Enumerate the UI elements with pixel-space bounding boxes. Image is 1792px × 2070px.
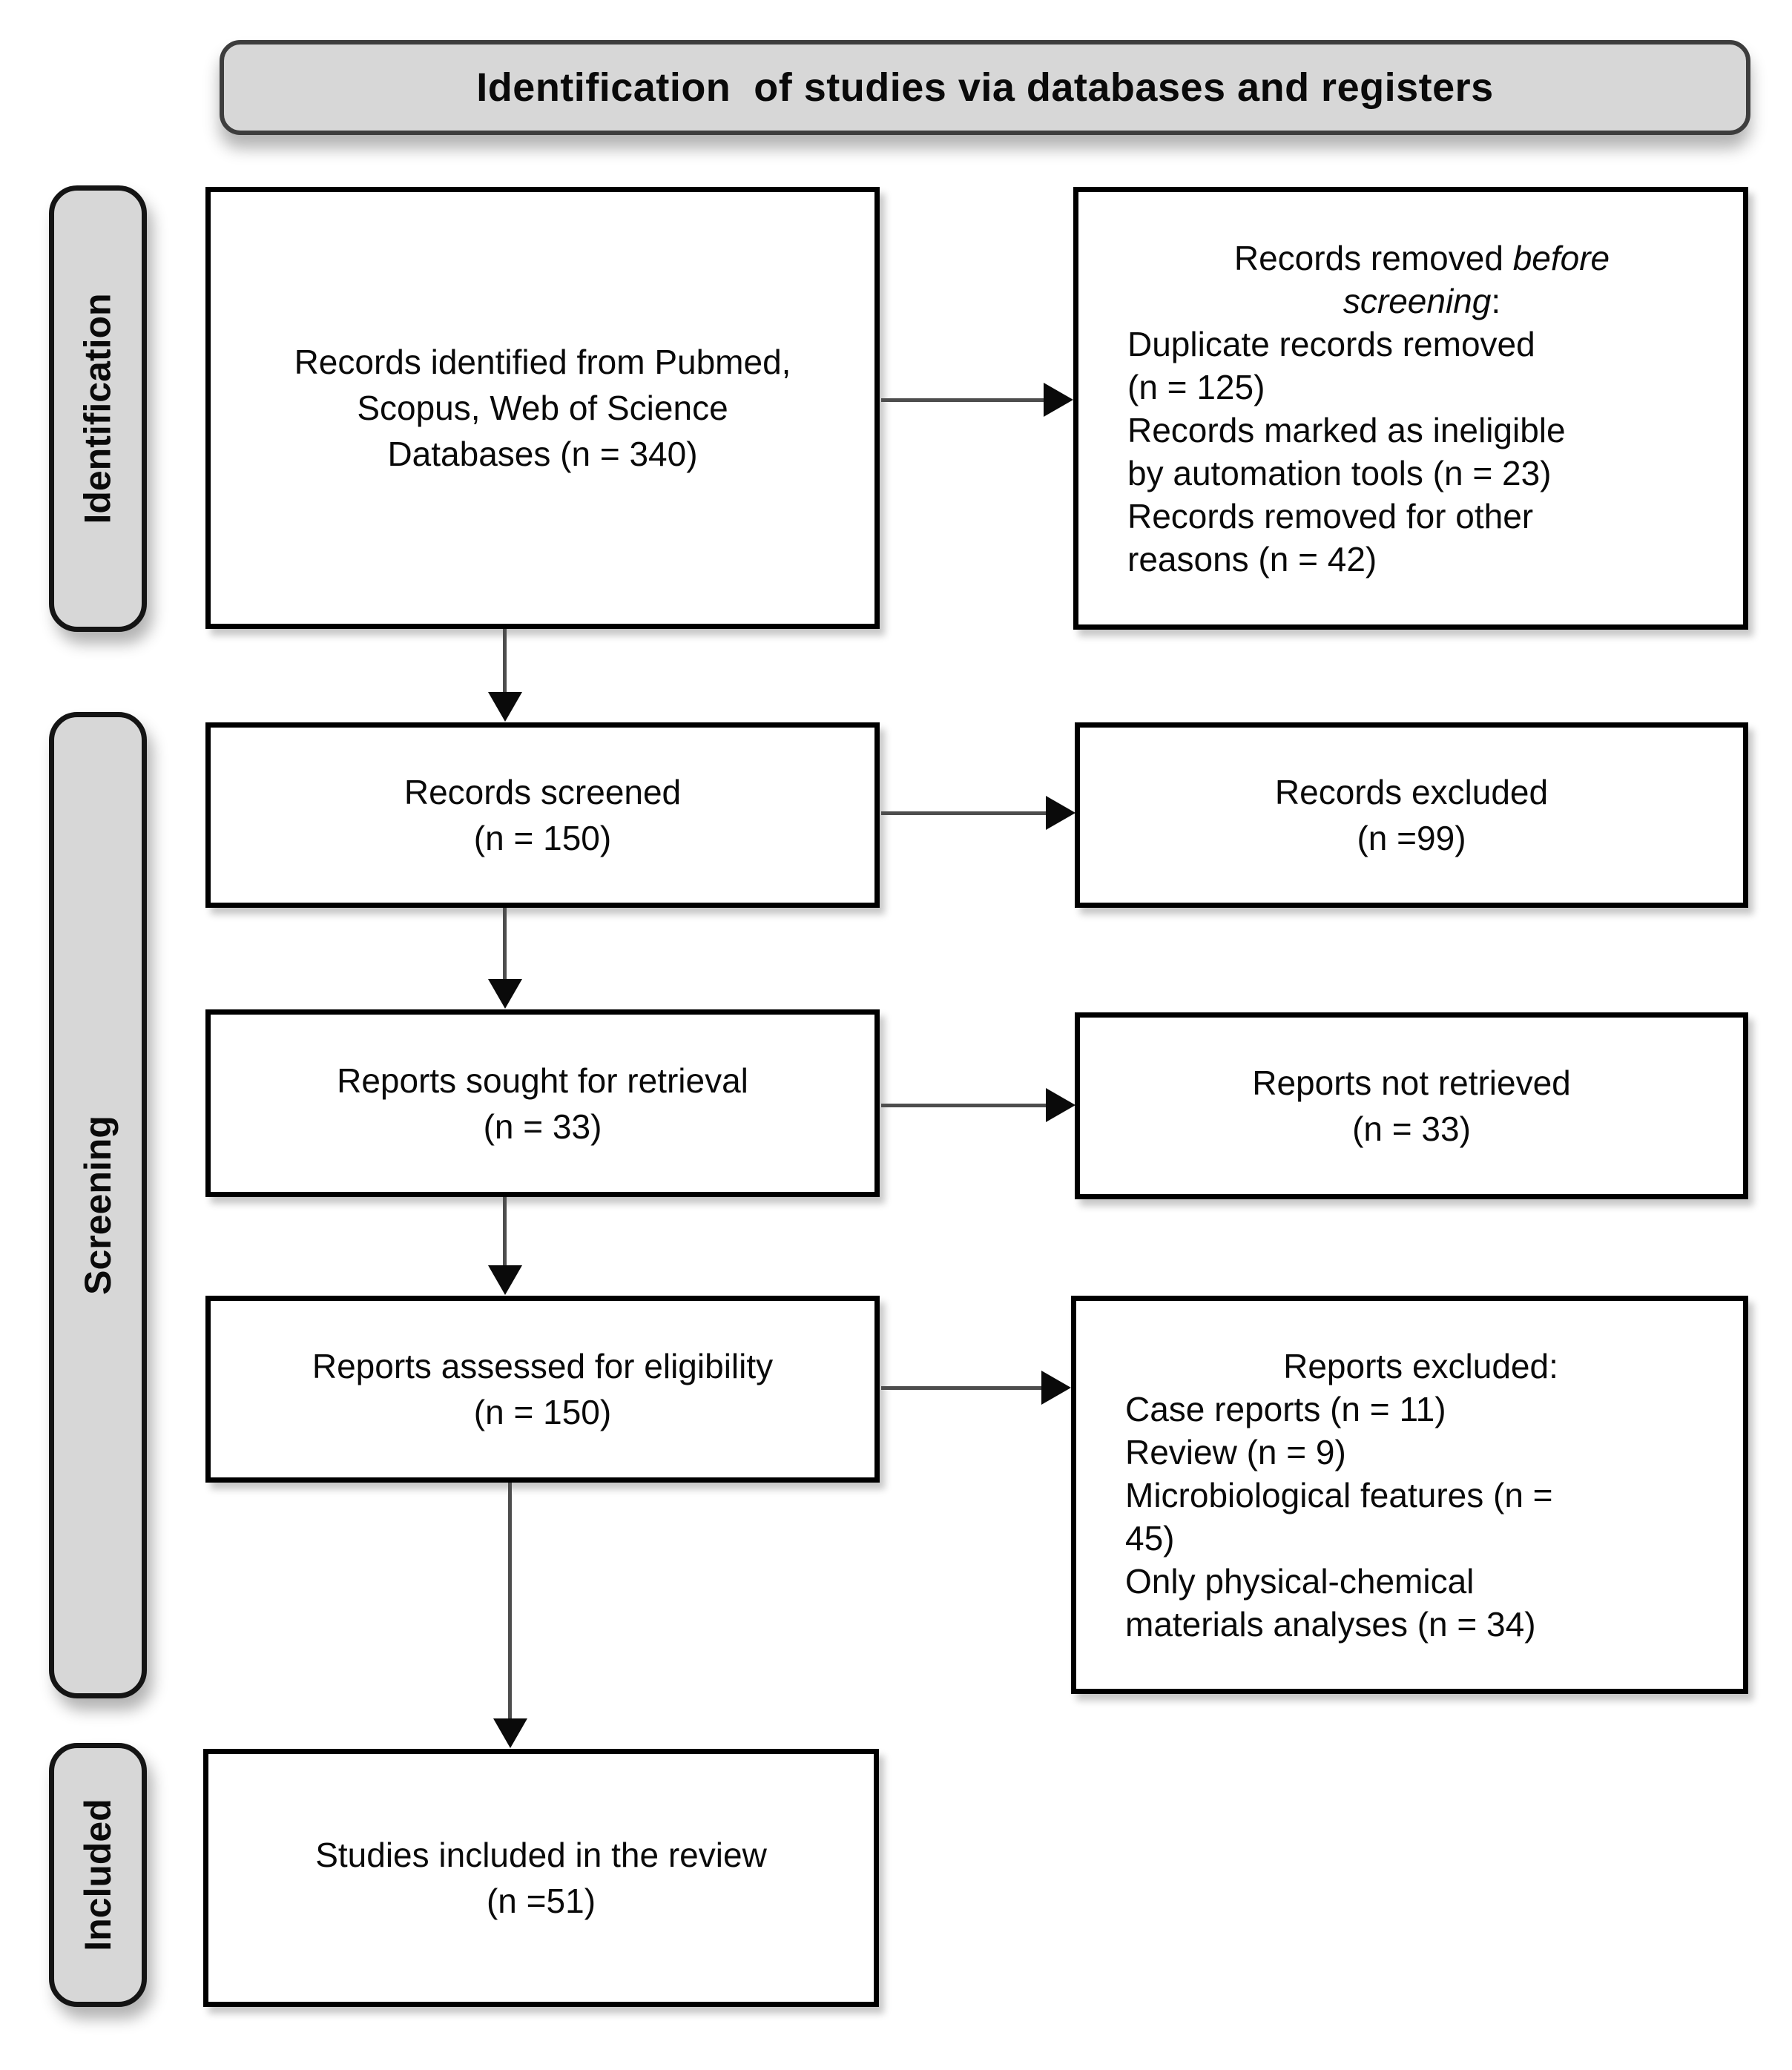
records-excluded-line: (n =99) xyxy=(1357,819,1466,857)
arrow-down-icon xyxy=(488,1265,522,1295)
records-identified-line: Databases (n = 340) xyxy=(387,435,698,473)
box-records-screened: Records screened (n = 150) xyxy=(205,722,880,908)
records-removed-line: Duplicate records removed xyxy=(1127,324,1535,363)
studies-included-line: (n =51) xyxy=(486,1882,596,1920)
records-screened-line: (n = 150) xyxy=(473,819,612,857)
reports-excluded-line: materials analyses (n = 34) xyxy=(1125,1604,1536,1644)
arrow-screened-to-sought-shaft xyxy=(503,908,507,980)
arrow-identified-to-removed-shaft xyxy=(881,398,1044,402)
records-excluded-line: Records excluded xyxy=(1274,773,1549,811)
reports-sought-line: Reports sought for retrieval xyxy=(337,1061,748,1100)
box-reports-sought: Reports sought for retrieval (n = 33) xyxy=(205,1009,880,1197)
reports-assessed-line: (n = 150) xyxy=(473,1393,612,1431)
reports-excluded-line: Review (n = 9) xyxy=(1125,1432,1346,1471)
arrow-down-icon xyxy=(493,1718,527,1748)
reports-excluded-line: Microbiological features (n = xyxy=(1125,1475,1553,1514)
records-screened-line: Records screened xyxy=(403,773,682,811)
arrow-right-icon xyxy=(1046,1088,1075,1122)
arrow-assessed-to-reportsexcluded-shaft xyxy=(881,1386,1041,1390)
records-removed-heading-colon: : xyxy=(1491,281,1501,320)
reports-excluded-content: Reports excluded: Case reports (n = 11) … xyxy=(1076,1345,1743,1646)
stage-label-screening: Screening xyxy=(77,1115,119,1295)
records-removed-heading: Records removed before screening: xyxy=(1185,237,1659,323)
arrow-down-icon xyxy=(488,979,522,1009)
reports-assessed-line: Reports assessed for eligibility xyxy=(312,1347,774,1385)
box-reports-assessed: Reports assessed for eligibility (n = 15… xyxy=(205,1296,880,1483)
records-identified-line: Scopus, Web of Science xyxy=(357,389,728,427)
records-removed-line: Records marked as ineligible xyxy=(1127,410,1566,449)
records-removed-content: Records removed before screening: Duplic… xyxy=(1078,237,1743,581)
studies-included-line: Studies included in the review xyxy=(315,1836,767,1874)
reports-excluded-line: Only physical-chemical xyxy=(1125,1561,1475,1601)
records-removed-line: by automation tools (n = 23) xyxy=(1127,453,1552,492)
diagram-title-banner: Identification of studies via databases … xyxy=(220,40,1750,135)
box-reports-not-retrieved: Reports not retrieved (n = 33) xyxy=(1075,1012,1748,1199)
reports-excluded-line: 45) xyxy=(1125,1518,1175,1558)
records-removed-line: Records removed for other xyxy=(1127,496,1534,535)
stage-rail-included: Included xyxy=(49,1743,147,2007)
stage-label-identification: Identification xyxy=(77,293,119,524)
records-removed-line: (n = 125) xyxy=(1127,367,1265,406)
stage-rail-identification: Identification xyxy=(49,185,147,632)
records-removed-heading-normal: Records removed xyxy=(1233,238,1513,277)
arrow-right-icon xyxy=(1046,796,1075,830)
reports-excluded-line: Case reports (n = 11) xyxy=(1125,1389,1446,1428)
box-studies-included: Studies included in the review (n =51) xyxy=(203,1749,879,2007)
records-identified-line: Records identified from Pubmed, xyxy=(294,343,791,381)
stage-rail-screening: Screening xyxy=(49,712,147,1698)
arrow-sought-to-notretrieved-shaft xyxy=(881,1104,1046,1107)
arrow-screened-to-excluded-shaft xyxy=(881,811,1046,815)
diagram-title: Identification of studies via databases … xyxy=(476,65,1494,110)
arrow-identified-to-screened-shaft xyxy=(503,629,507,693)
arrow-sought-to-assessed-shaft xyxy=(503,1197,507,1267)
reports-excluded-heading: Reports excluded: xyxy=(1283,1346,1558,1385)
reports-not-retrieved-line: Reports not retrieved xyxy=(1252,1064,1571,1102)
stage-label-included: Included xyxy=(77,1799,119,1951)
records-removed-line: reasons (n = 42) xyxy=(1127,539,1377,579)
arrow-down-icon xyxy=(488,692,522,722)
box-reports-excluded: Reports excluded: Case reports (n = 11) … xyxy=(1071,1296,1748,1694)
arrow-right-icon xyxy=(1044,383,1073,417)
arrow-right-icon xyxy=(1041,1371,1071,1405)
box-records-removed-before-screening: Records removed before screening: Duplic… xyxy=(1073,187,1748,630)
arrow-assessed-to-included-shaft xyxy=(508,1483,512,1720)
box-records-excluded: Records excluded (n =99) xyxy=(1075,722,1748,908)
reports-sought-line: (n = 33) xyxy=(483,1107,602,1146)
box-records-identified: Records identified from Pubmed, Scopus, … xyxy=(205,187,880,629)
records-removed-heading-italic: before screening xyxy=(1343,238,1610,320)
reports-not-retrieved-line: (n = 33) xyxy=(1352,1110,1471,1148)
